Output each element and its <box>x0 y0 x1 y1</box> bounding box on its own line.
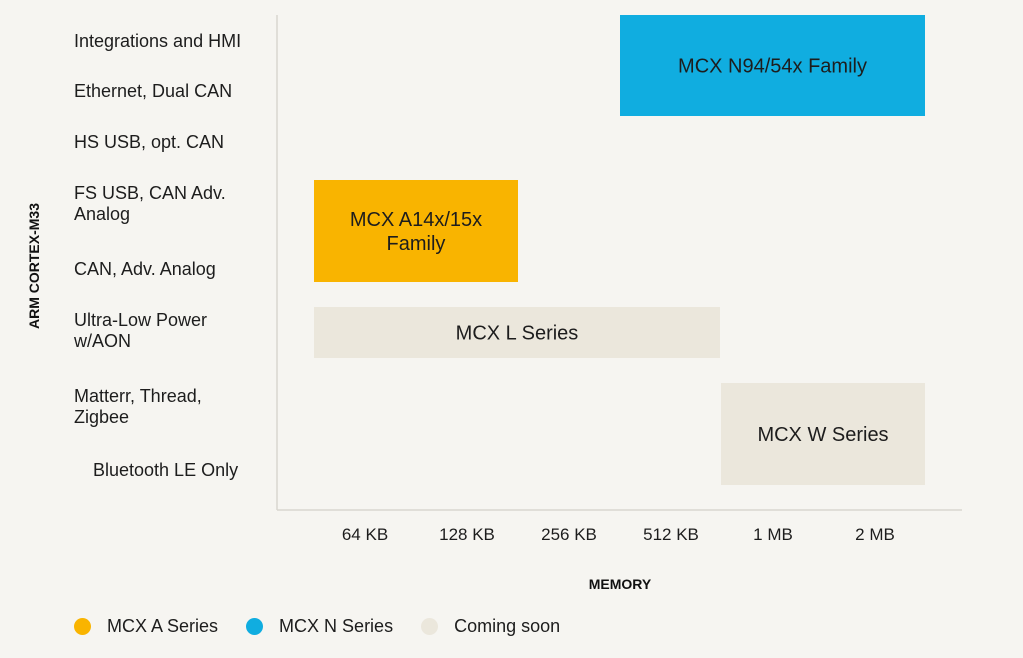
legend-label-coming-soon: Coming soon <box>454 616 561 636</box>
x-tick-label: 2 MB <box>855 525 895 544</box>
x-tick-label: 512 KB <box>643 525 699 544</box>
y-category-label: Bluetooth LE Only <box>93 460 238 480</box>
legend-item-coming-soon: Coming soon <box>421 616 560 637</box>
x-tick-label: 128 KB <box>439 525 495 544</box>
legend: MCX A Series MCX N Series Coming soon <box>74 616 560 637</box>
y-category-label: Matterr, Thread,Zigbee <box>74 386 202 427</box>
x-tick-label: 1 MB <box>753 525 793 544</box>
y-category-label: HS USB, opt. CAN <box>74 132 224 152</box>
bar-label: MCX W Series <box>757 424 888 446</box>
bar-label: MCX N94/54x Family <box>678 56 867 78</box>
x-tick-label: 256 KB <box>541 525 597 544</box>
range-bar <box>620 15 925 116</box>
legend-item-n: MCX N Series <box>246 616 393 637</box>
y-axis-title: ARM CORTEX-M33 <box>26 203 42 329</box>
legend-swatch-coming-soon <box>421 618 439 635</box>
y-category-label: CAN, Adv. Analog <box>74 259 216 279</box>
x-axis-title: MEMORY <box>589 576 652 592</box>
x-tick-label: 64 KB <box>342 525 388 544</box>
range-bar <box>721 383 925 485</box>
legend-swatch-a <box>74 618 91 635</box>
legend-label-a: MCX A Series <box>107 616 219 636</box>
legend-swatch-n <box>246 618 264 635</box>
y-category-label: Ethernet, Dual CAN <box>74 81 232 101</box>
y-category-label: FS USB, CAN Adv.Analog <box>74 183 226 224</box>
range-bar <box>314 180 518 282</box>
legend-label-n: MCX N Series <box>279 616 394 636</box>
range-bar <box>314 307 720 358</box>
bar-label: MCX L Series <box>456 323 579 345</box>
y-category-label: Integrations and HMI <box>74 31 241 51</box>
legend-item-a: MCX A Series <box>74 616 218 637</box>
